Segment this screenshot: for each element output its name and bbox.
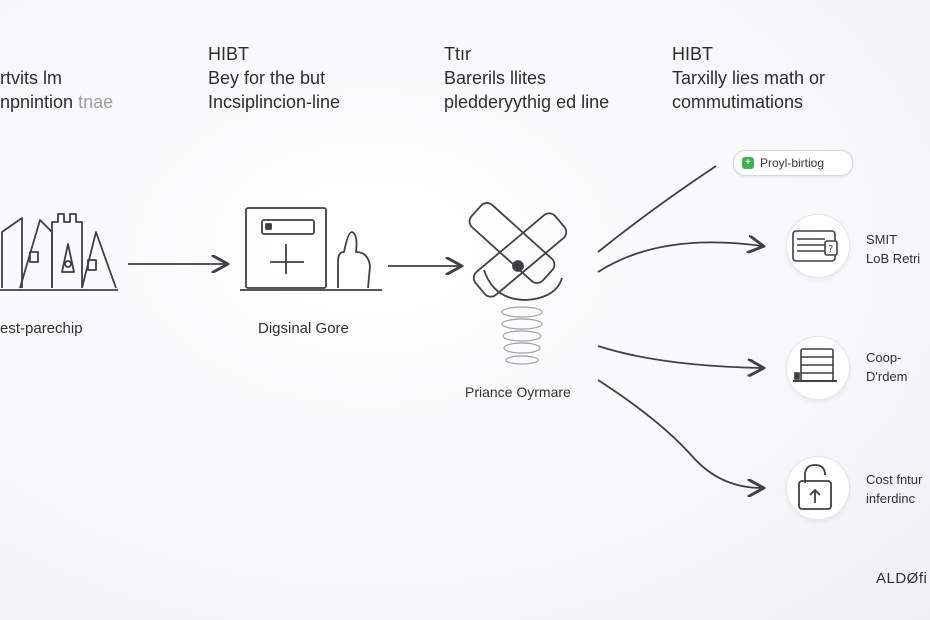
output-2-line2: D'rdem [866,369,908,384]
column-2-line1: Bey for the but [208,68,326,88]
column-3-line2: pledderyythig ed line [444,92,610,112]
column-3-line1: Barerils llites [444,68,547,88]
output-node-2 [786,336,850,400]
svg-text:?: ? [828,244,833,255]
plus-square-icon: + [742,157,754,169]
output-label-1: SMIT LoB Retri [866,230,920,268]
column-header-1: rtvits lm npnintion tnae [0,66,113,114]
padlock-icon [798,464,832,510]
output-3-line1: Cost fntur [866,472,923,487]
curve-to-badge [597,165,717,253]
column-header-3: Ttır Barerils llites pledderyythig ed li… [444,42,609,114]
output-2-line1: Coop- [866,350,902,365]
printer-icon: ? [792,230,838,262]
output-3-line2: inferdinc [866,491,916,506]
output-label-3: Cost fntur inferdinc [866,470,922,508]
badge-label: Proyl-birtiog [760,156,825,170]
curve-to-output-2 [597,345,762,368]
crossed-devices-icon [468,202,568,301]
step-label-2: Digsinal Gore [258,320,349,337]
output-1-line1: SMIT [866,232,898,247]
curve-to-output-3 [597,379,762,488]
output-node-1: ? [786,214,850,278]
column-2-title: HIBT [208,44,250,64]
output-label-2: Coop- D'rdem [866,348,908,386]
output-1-line2: LoB Retri [866,251,921,266]
column-1-faded-text: tnae [78,92,114,112]
curve-to-output-1 [597,242,762,273]
step-label-1: est-parechip [0,320,83,337]
step-label-3: Priance Oyrmare [465,384,571,400]
status-badge: + Proyl-birtiog [733,150,853,176]
column-2-line2: Incsiplincion-line [208,92,341,112]
column-4-line1: Tarxilly lies math or [672,68,826,88]
spring-icon [501,306,543,365]
server-stack-icon [793,348,837,382]
brand-logo: ALDØfi [876,570,928,587]
column-header-2: HIBT Bey for the but Incsiplincion-line [208,42,340,114]
output-node-3 [786,456,850,520]
castle-icon [0,213,118,291]
column-3-title: Ttır [444,44,471,64]
column-4-title: HIBT [672,44,714,64]
column-header-4: HIBT Tarxilly lies math or commutimation… [672,42,825,114]
column-1-line2: npnintion tnae [0,92,114,112]
column-4-line2: commutimations [672,92,804,112]
column-1-line1: rtvits lm [0,68,62,88]
document-touch-icon [240,207,382,291]
